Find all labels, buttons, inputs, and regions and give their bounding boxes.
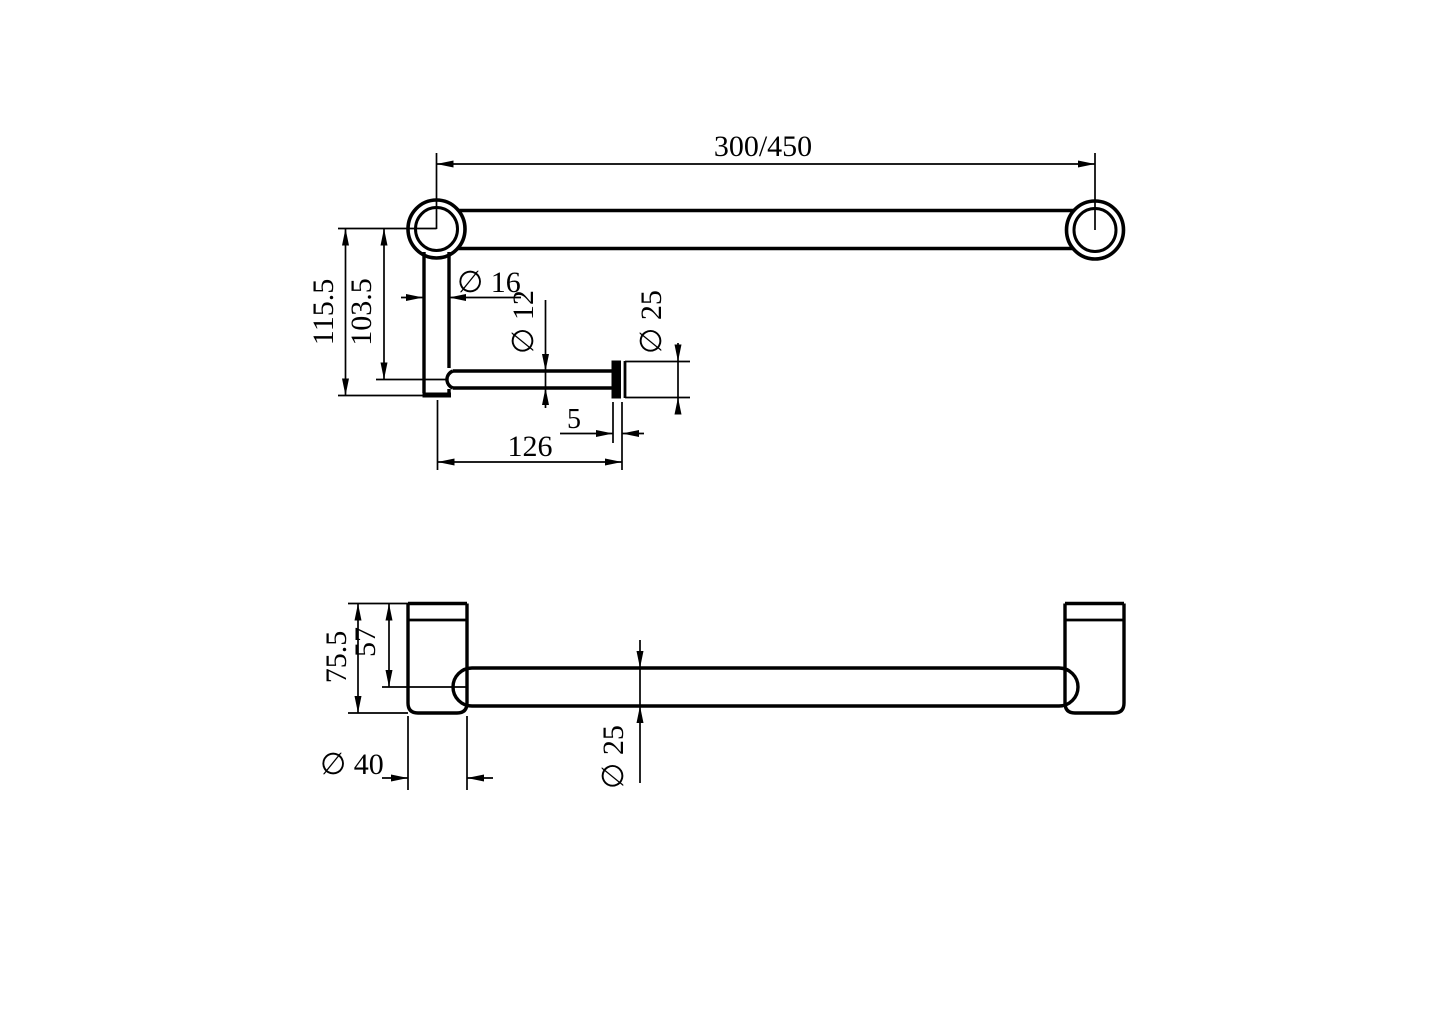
dim-label-mount-height: 75.5: [320, 631, 353, 684]
front-view-dimensions: 75.5 57 ∅ 40 ∅ 25: [320, 602, 644, 790]
right-mount-outline: [1063, 601, 1126, 715]
dim-label-overall-height: 115.5: [307, 279, 340, 345]
arm-flare: [445, 369, 454, 390]
bar-right-flare: [1058, 666, 1080, 708]
arm-end-flange: [611, 360, 621, 399]
front-view-object-lines: [406, 601, 1126, 715]
dim-label-arm-diameter: ∅ 12: [507, 290, 540, 354]
dim-label-arm-length: 126: [508, 430, 553, 463]
dim-label-bar-diameter: ∅ 25: [597, 725, 630, 789]
dim-label-post-diameter: ∅ 16: [457, 266, 521, 299]
dim-label-flange-thickness: 5: [567, 404, 581, 435]
left-mount-outline: [406, 601, 469, 715]
dim-label-end-flange-diameter: ∅ 25: [635, 290, 668, 354]
dim-label-height-to-arm: 103.5: [345, 278, 378, 346]
post-end-cap: [422, 392, 451, 398]
dim-label-mount-to-bar: 57: [349, 627, 382, 657]
top-view-dimensions: 300/450 115.5 103.5 ∅ 16 ∅ 12 ∅ 25: [307, 130, 1096, 470]
dim-label-rail-length: 300/450: [714, 130, 812, 163]
dim-label-mount-diameter: ∅ 40: [320, 748, 384, 781]
